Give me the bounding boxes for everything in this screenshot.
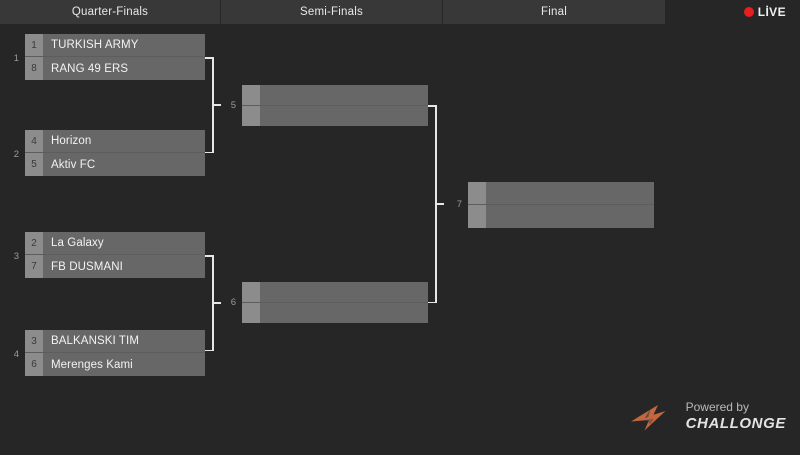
match-number-2: 2	[13, 149, 19, 160]
match-number-7: 7	[456, 199, 462, 210]
match-slot[interactable]: 5 Aktiv FC	[25, 153, 205, 176]
connector-branch-top	[205, 57, 214, 59]
seed-number	[242, 105, 260, 126]
connector-branch-bottom	[428, 301, 437, 303]
connector-branch-bottom	[205, 349, 214, 351]
connector-sf1-sf2-to-final	[428, 105, 448, 303]
round-header-bar: Quarter-Finals Semi-Finals Final	[0, 0, 665, 24]
seed-number: 4	[25, 130, 43, 153]
seed-number: 2	[25, 232, 43, 255]
match-sf-2[interactable]	[242, 282, 428, 323]
powered-by-text-group: Powered by CHALLONGE	[686, 400, 786, 434]
team-name: La Galaxy	[43, 232, 205, 255]
round-header-semi-finals[interactable]: Semi-Finals	[221, 0, 443, 24]
powered-by-label: Powered by	[685, 400, 749, 415]
match-sf-1[interactable]	[242, 85, 428, 126]
match-qf-2[interactable]: 4 Horizon 5 Aktiv FC	[25, 130, 205, 176]
seed-number: 1	[25, 34, 43, 57]
team-name	[260, 105, 428, 126]
seed-number: 3	[25, 330, 43, 353]
challonge-wordmark: CHALLONGE	[685, 415, 786, 433]
seed-number	[468, 182, 486, 205]
seed-number: 5	[25, 153, 43, 176]
team-name: RANG 49 ERS	[43, 57, 205, 80]
match-slot[interactable]: 6 Merenges Kami	[25, 353, 205, 376]
connector-stem	[435, 203, 444, 205]
match-number-3: 3	[13, 251, 19, 262]
match-slot[interactable]: 8 RANG 49 ERS	[25, 57, 205, 80]
match-slot[interactable]: 3 BALKANSKI TIM	[25, 330, 205, 353]
match-slot[interactable]	[242, 282, 428, 303]
match-slot[interactable]	[468, 205, 654, 228]
team-name: FB DUSMANI	[43, 255, 205, 278]
match-slot[interactable]: 2 La Galaxy	[25, 232, 205, 255]
match-slot[interactable]: 4 Horizon	[25, 130, 205, 153]
seed-number: 6	[25, 353, 43, 376]
team-name	[486, 182, 654, 205]
match-slot[interactable]	[242, 105, 428, 126]
match-slot[interactable]	[468, 182, 654, 205]
team-name: Merenges Kami	[43, 353, 205, 376]
seed-number: 8	[25, 57, 43, 80]
round-header-final[interactable]: Final	[443, 0, 665, 24]
team-name	[260, 282, 428, 303]
team-name: Aktiv FC	[43, 153, 205, 176]
match-qf-3[interactable]: 2 La Galaxy 7 FB DUSMANI	[25, 232, 205, 278]
match-slot[interactable]: 1 TURKISH ARMY	[25, 34, 205, 57]
connector-stem	[212, 302, 221, 304]
live-label: LİVE	[757, 5, 786, 19]
seed-number	[242, 85, 260, 106]
match-number-4: 4	[13, 349, 19, 360]
match-number-1: 1	[13, 53, 19, 64]
match-final[interactable]	[468, 182, 654, 228]
team-name	[260, 302, 428, 323]
powered-by-challonge[interactable]: Powered by CHALLONGE	[628, 399, 786, 435]
seed-number	[468, 205, 486, 228]
connector-branch-top	[428, 105, 437, 107]
match-qf-1[interactable]: 1 TURKISH ARMY 8 RANG 49 ERS	[25, 34, 205, 80]
connector-qf1-qf2-to-sf1	[205, 57, 222, 153]
seed-number	[242, 302, 260, 323]
team-name	[260, 85, 428, 106]
live-dot-icon	[743, 7, 754, 17]
connector-branch-bottom	[205, 151, 214, 153]
match-number-5: 5	[230, 100, 236, 111]
connector-qf3-qf4-to-sf2	[205, 255, 222, 351]
team-name: Horizon	[43, 130, 205, 153]
match-slot[interactable]	[242, 302, 428, 323]
match-slot[interactable]: 7 FB DUSMANI	[25, 255, 205, 278]
team-name: TURKISH ARMY	[43, 34, 205, 57]
round-header-quarter-finals[interactable]: Quarter-Finals	[0, 0, 221, 24]
team-name: BALKANSKI TIM	[43, 330, 205, 353]
match-qf-4[interactable]: 3 BALKANSKI TIM 6 Merenges Kami	[25, 330, 205, 376]
challonge-logo-icon	[630, 405, 666, 431]
match-number-6: 6	[230, 297, 236, 308]
team-name	[486, 205, 654, 228]
match-slot[interactable]	[242, 85, 428, 106]
seed-number: 7	[25, 255, 43, 278]
seed-number	[242, 282, 260, 303]
connector-stem	[212, 104, 221, 106]
connector-branch-top	[205, 255, 214, 257]
live-badge: LİVE	[740, 3, 790, 21]
